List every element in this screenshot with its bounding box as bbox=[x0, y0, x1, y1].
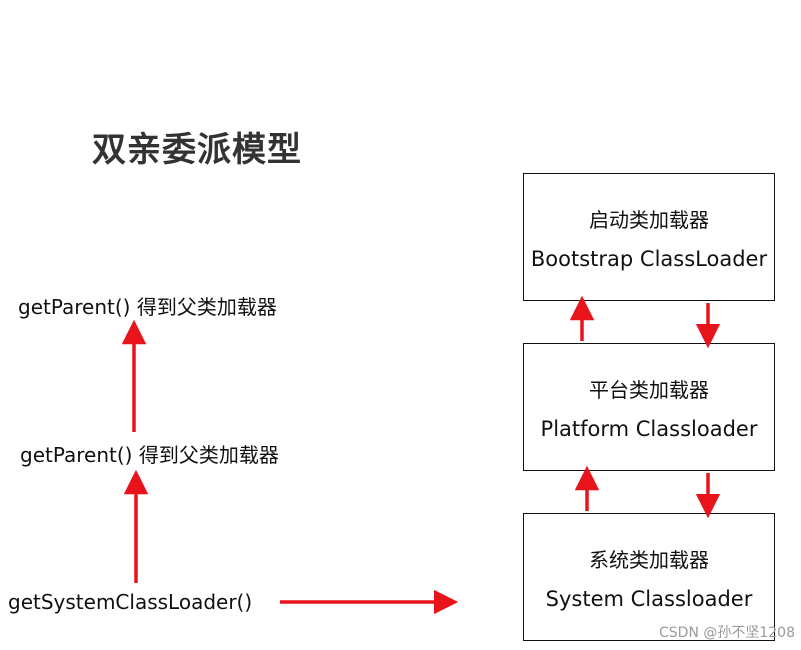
get-system-classloader-label: getSystemClassLoader() bbox=[8, 590, 253, 614]
get-parent-label-top: getParent() 得到父类加载器 bbox=[18, 295, 277, 319]
diagram-title: 双亲委派模型 bbox=[92, 130, 302, 170]
bootstrap-classloader-en: Bootstrap ClassLoader bbox=[530, 246, 768, 271]
platform-classloader-cn: 平台类加载器 bbox=[589, 377, 709, 402]
csdn-watermark: CSDN @孙不坚1208 bbox=[659, 625, 795, 641]
platform-classloader-box: 平台类加载器 Platform Classloader bbox=[523, 343, 775, 471]
bootstrap-classloader-box: 启动类加载器 Bootstrap ClassLoader bbox=[523, 173, 775, 301]
system-classloader-cn: 系统类加载器 bbox=[589, 547, 709, 572]
bootstrap-classloader-cn: 启动类加载器 bbox=[589, 207, 709, 232]
platform-classloader-en: Platform Classloader bbox=[540, 416, 758, 441]
system-classloader-en: System Classloader bbox=[545, 586, 753, 611]
get-parent-label-middle: getParent() 得到父类加载器 bbox=[20, 443, 279, 467]
system-classloader-box: 系统类加载器 System Classloader bbox=[523, 513, 775, 641]
